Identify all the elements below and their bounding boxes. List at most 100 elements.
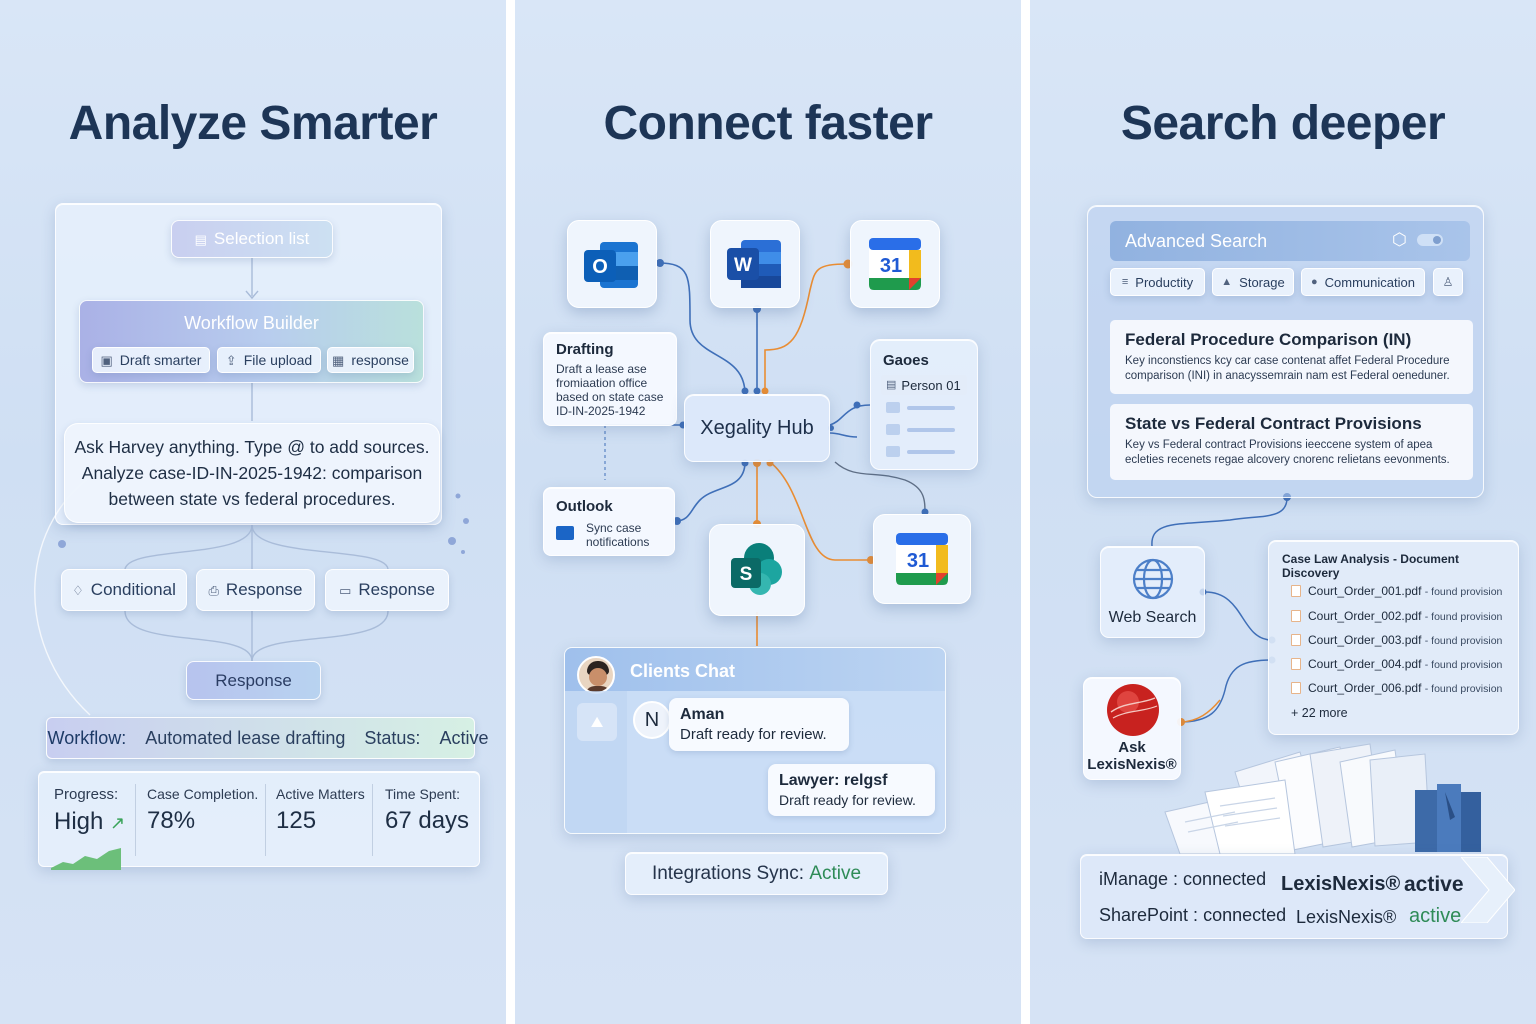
chat-message-lawyer[interactable]: Lawyer: relgsf Draft ready for review. — [768, 764, 935, 816]
divider — [265, 784, 266, 856]
case-law-analysis-panel: Case Law Analysis - Document Discovery C… — [1268, 540, 1519, 735]
filter-storage[interactable]: ▲ Storage — [1212, 268, 1294, 296]
pdf-icon — [1291, 610, 1301, 622]
response-chip[interactable]: ▦ response — [327, 347, 414, 373]
file-row[interactable]: Court_Order_006.pdf - found provision — [1291, 681, 1502, 695]
chat-message-aman[interactable]: Aman Draft ready for review. — [669, 698, 849, 751]
search-header: Advanced Search ⬡ — [1110, 221, 1470, 261]
list-bullet — [886, 446, 900, 457]
integrations-sync-status: Integrations Sync: Active — [625, 852, 888, 895]
toggle-switch[interactable] — [1417, 234, 1443, 246]
snippet-line: ecleties recenets regae alcovery cnorenc… — [1125, 454, 1450, 466]
outlook-sync-card[interactable]: Outlook Sync case notifications — [543, 487, 675, 556]
progress-stat: Progress: High ↗ — [51, 786, 125, 870]
file-name: Court_Order_004.pdf — [1308, 657, 1422, 671]
found-note: - found provision — [1424, 659, 1503, 671]
outlook-mini-icon — [556, 526, 574, 540]
svg-text:S: S — [740, 564, 753, 585]
progress-label: Progress: — [54, 786, 119, 803]
response-node-2[interactable]: ▭ Response — [325, 569, 449, 611]
active-matters-value: 125 — [276, 807, 317, 834]
ask-line: Ask — [1118, 739, 1146, 756]
list-line — [907, 406, 955, 410]
drive-icon: ▲ — [1221, 275, 1233, 288]
calendar-app-tile-2[interactable]: 31 — [873, 514, 971, 604]
response-node-1[interactable]: ⎙ Response — [196, 569, 315, 611]
result-snippet: Key vs Federal contract Provisions ieecc… — [1125, 438, 1458, 468]
sharepoint-icon: S — [731, 543, 782, 595]
metrics-card: Progress: High ↗ Case Completion. 78% Ac… — [38, 771, 480, 870]
globe-icon — [1132, 558, 1174, 600]
drafting-body: Draft a lease ase fromiaation office bas… — [556, 362, 663, 418]
filter-label: Productity — [1135, 274, 1194, 290]
filter-productivity[interactable]: ≡ Productity — [1110, 268, 1205, 296]
result-title: Federal Procedure Comparison (IN) — [1125, 330, 1412, 349]
web-search-node[interactable]: Web Search — [1100, 546, 1205, 638]
search-panel: Search deeper Advanced Search ⬡ — [1030, 0, 1536, 1024]
xegality-hub-node[interactable]: Xegality Hub — [684, 394, 830, 462]
workflow-status-bar: Workflow: Automated lease drafting Statu… — [46, 717, 488, 759]
more-files-link[interactable]: + 22 more — [1291, 706, 1348, 720]
calendar-app-tile[interactable]: 31 — [850, 220, 940, 308]
workflow-builder-node[interactable]: Workflow Builder ▣ Draft smarter ⇪ File … — [79, 300, 424, 383]
word-app-tile[interactable]: W — [710, 220, 800, 308]
active-matters-label: Active Matters — [276, 786, 365, 802]
filter-communication[interactable]: ● Communication — [1301, 268, 1425, 296]
imanage-status: iManage : connected — [1099, 869, 1267, 889]
response-final-node[interactable]: Response — [186, 661, 321, 700]
case-law-title: Case Law Analysis - Document Discovery — [1282, 552, 1459, 580]
svg-text:31: 31 — [907, 550, 929, 572]
chat-header — [565, 648, 945, 691]
lexisnexis-status-2: active — [1409, 905, 1462, 927]
drafting-line: Draft a lease ase — [556, 362, 647, 376]
sync-label: Integrations Sync: — [651, 862, 805, 884]
file-upload-chip[interactable]: ⇪ File upload — [217, 347, 321, 373]
found-note: - found provision — [1424, 611, 1503, 623]
case-completion-stat: Case Completion. 78% — [147, 786, 258, 835]
chat-title: Clients Chat — [630, 661, 736, 681]
hexagon-icon[interactable]: ⬡ — [1392, 230, 1407, 249]
outlook-app-tile[interactable]: O — [567, 220, 657, 308]
file-row[interactable]: Court_Order_002.pdf - found provision — [1291, 609, 1502, 623]
progress-value: High — [54, 808, 104, 835]
filter-people[interactable]: ♙ — [1433, 268, 1463, 296]
image-icon[interactable]: ⛰ — [577, 703, 617, 741]
sharepoint-app-tile[interactable]: S — [709, 524, 805, 616]
person-row[interactable]: ▤ Person 01 — [881, 375, 967, 395]
chevron-right-icon — [1461, 857, 1515, 923]
pdf-icon — [1291, 682, 1301, 694]
response-icon: ▦ — [332, 352, 345, 368]
message-text: Draft ready for review. — [779, 792, 916, 808]
list-line — [907, 428, 955, 432]
status-value: Active — [439, 727, 489, 748]
person-label: Person 01 — [901, 377, 961, 393]
file-row[interactable]: Court_Order_004.pdf - found provision — [1291, 657, 1502, 671]
file-row[interactable]: Court_Order_001.pdf - found provision — [1291, 584, 1502, 598]
search-result[interactable]: State vs Federal Contract Provisions Key… — [1110, 404, 1473, 480]
drafting-line: ID-IN-2025-1942 — [556, 404, 646, 418]
selection-list-node[interactable]: ▤ Selection list — [171, 220, 333, 258]
sharepoint-status: SharePoint : connected — [1099, 905, 1287, 925]
list-icon: ≡ — [1121, 275, 1129, 288]
lexisnexis-label-2: LexisNexis® — [1296, 907, 1397, 927]
list-line — [907, 450, 955, 454]
drafting-card[interactable]: Drafting Draft a lease ase fromiaation o… — [543, 332, 677, 426]
clients-chat-window: Clients Chat ⛰ N Aman Draft ready for re… — [564, 647, 946, 834]
message-text: Draft ready for review. — [680, 726, 827, 743]
panel-title: Analyze Smarter — [68, 97, 438, 150]
file-row[interactable]: Court_Order_003.pdf - found provision — [1291, 633, 1502, 647]
sender-name: Aman — [680, 706, 725, 723]
ask-lexisnexis-node[interactable]: Ask LexisNexis® — [1083, 677, 1181, 780]
conditional-node[interactable]: ♢ Conditional — [61, 569, 187, 611]
search-title: Advanced Search — [1125, 231, 1268, 251]
ask-harvey-prompt[interactable]: Ask Harvey anything. Type @ to add sourc… — [64, 423, 440, 523]
time-spent-stat: Time Spent: 67 days — [385, 786, 469, 835]
divider — [135, 784, 136, 856]
draft-smarter-chip[interactable]: ▣ Draft smarter — [92, 347, 210, 373]
workflow-key: Workflow: — [47, 727, 127, 748]
gaoes-card[interactable]: Gaoes ▤ Person 01 — [870, 339, 978, 470]
file-name: Court_Order_003.pdf — [1308, 633, 1422, 647]
divider — [372, 784, 373, 856]
outlook-line: notifications — [586, 535, 650, 549]
search-result[interactable]: Federal Procedure Comparison (IN) Key in… — [1110, 320, 1473, 394]
